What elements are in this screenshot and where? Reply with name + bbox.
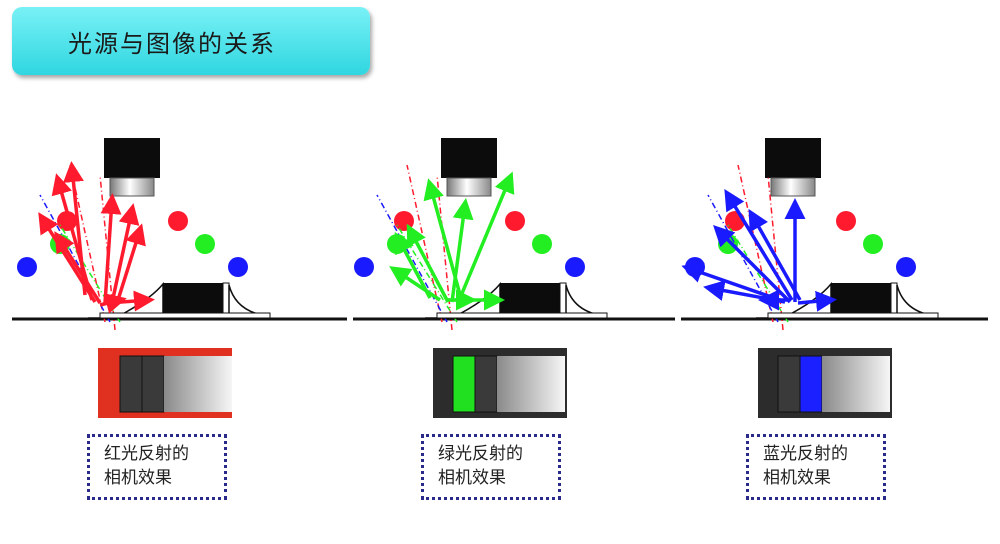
light-source-dot bbox=[565, 257, 585, 277]
title-box: 光源与图像的关系 bbox=[12, 7, 370, 75]
image-gradient-area bbox=[822, 356, 890, 412]
light-source-dot bbox=[896, 257, 916, 277]
light-source-dot bbox=[532, 234, 552, 254]
reflection-arrow bbox=[99, 293, 127, 314]
light-source-dot bbox=[863, 234, 883, 254]
image-band bbox=[141, 355, 165, 413]
object-lead-right bbox=[896, 284, 937, 317]
image-highlight-band bbox=[799, 355, 823, 413]
object-chip-edge bbox=[890, 282, 898, 316]
caption-blue-line2: 相机效果 bbox=[763, 468, 831, 488]
panel-green bbox=[354, 138, 608, 418]
caption-red: 红光反射的 相机效果 bbox=[87, 434, 227, 500]
caption-green: 绿光反射的 相机效果 bbox=[421, 434, 561, 500]
object-base bbox=[767, 312, 939, 319]
image-band bbox=[777, 355, 801, 413]
object-base bbox=[99, 312, 271, 319]
reflection-arrow bbox=[54, 231, 102, 304]
light-source-dot bbox=[228, 257, 248, 277]
light-source-dot bbox=[505, 211, 525, 231]
camera-body bbox=[104, 138, 160, 178]
dashed-ray bbox=[376, 194, 448, 323]
reflection-arrow bbox=[797, 290, 837, 312]
image-gradient-area bbox=[497, 356, 565, 412]
light-source-dot bbox=[354, 257, 374, 277]
object-base bbox=[436, 312, 608, 319]
dashed-ray bbox=[396, 224, 458, 323]
reflection-arrow bbox=[423, 178, 464, 303]
reflection-arrow bbox=[681, 262, 781, 302]
caption-red-line1: 红光反射的 bbox=[104, 444, 189, 464]
dashed-ray bbox=[727, 224, 789, 323]
panel-blue bbox=[681, 138, 939, 418]
light-source-dot bbox=[17, 257, 37, 277]
light-source-dot bbox=[168, 211, 188, 231]
reflection-arrow bbox=[456, 171, 515, 304]
light-source-dot bbox=[195, 234, 215, 254]
object-chip bbox=[500, 283, 560, 315]
reflection-arrow bbox=[450, 198, 474, 303]
panel-red bbox=[17, 138, 271, 418]
object-lead-right bbox=[565, 284, 606, 317]
caption-green-line1: 绿光反射的 bbox=[438, 444, 523, 464]
caption-blue: 蓝光反射的 相机效果 bbox=[746, 434, 886, 500]
camera-lens bbox=[109, 177, 155, 197]
dashed-ray bbox=[707, 194, 779, 323]
camera-lens bbox=[446, 177, 492, 197]
camera-body bbox=[441, 138, 497, 178]
camera-lens bbox=[770, 177, 816, 197]
object-chip bbox=[831, 283, 891, 315]
object-chip-edge bbox=[222, 282, 230, 316]
reflection-arrow bbox=[38, 212, 97, 303]
light-source-dot bbox=[394, 211, 414, 231]
reflection-arrow bbox=[406, 223, 450, 303]
reflection-arrow bbox=[116, 223, 146, 301]
reflection-arrow bbox=[100, 193, 122, 304]
image-band bbox=[119, 355, 143, 413]
caption-blue-line1: 蓝光反射的 bbox=[763, 444, 848, 464]
reflection-arrow bbox=[748, 208, 802, 301]
caption-green-line2: 相机效果 bbox=[438, 468, 506, 488]
caption-red-line2: 相机效果 bbox=[104, 468, 172, 488]
light-source-dot bbox=[836, 211, 856, 231]
image-gradient-area bbox=[164, 356, 232, 412]
object-chip bbox=[163, 283, 223, 315]
image-highlight-band bbox=[452, 355, 476, 413]
reflection-arrow bbox=[724, 189, 794, 301]
image-band bbox=[474, 355, 498, 413]
object-lead-right bbox=[228, 284, 269, 317]
camera-body bbox=[765, 138, 821, 178]
reflection-arrow bbox=[389, 266, 441, 302]
page-title: 光源与图像的关系 bbox=[68, 29, 276, 58]
object-chip-edge bbox=[559, 282, 567, 316]
